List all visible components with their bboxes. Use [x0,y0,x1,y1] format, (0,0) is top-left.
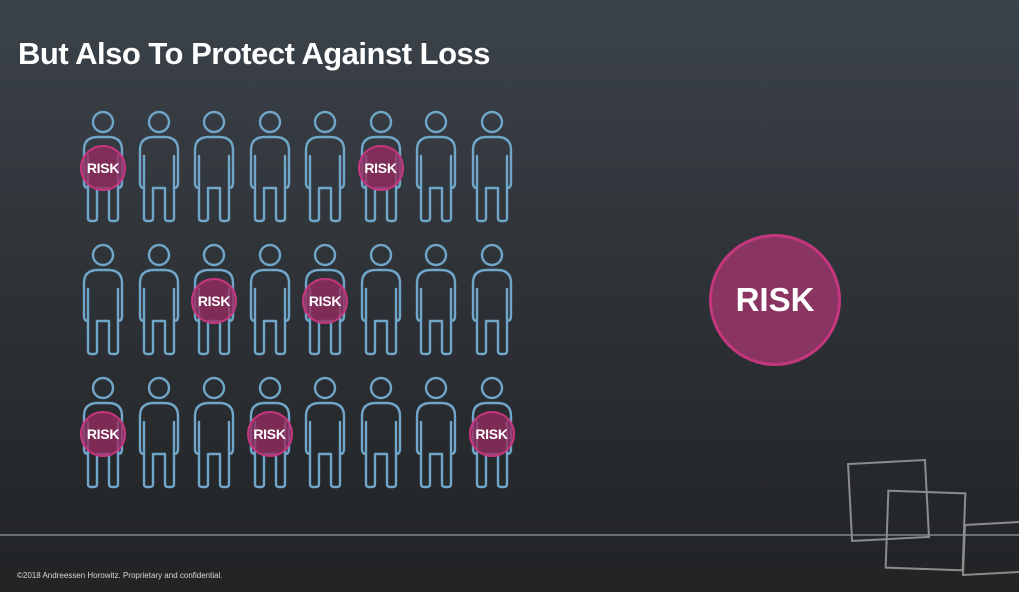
person-icon-graphic [360,376,401,489]
risk-badge: RISK [468,411,515,457]
person-icon-graphic [249,243,290,356]
person-icon [189,108,239,223]
person-icon-graphic [249,110,290,223]
person-icon [245,241,295,356]
people-grid: RISK RISK RISK RISK RISK RISK RISK [0,0,560,500]
person-icon [134,108,184,223]
footer-divider [0,534,1019,536]
risk-badge: RISK [357,145,404,191]
person-icon-graphic [82,243,124,356]
logo-mark [847,458,1019,577]
footer-copyright: ©2018 Andreessen Horowitz. Proprietary a… [17,571,223,580]
risk-badge: RISK [80,411,126,457]
person-icon-graphic [471,243,512,356]
person-icon [300,108,350,223]
person-icon [300,374,350,489]
person-icon-graphic [471,110,512,223]
person-icon-graphic [304,110,346,223]
person-icon [467,108,517,223]
person-icon [467,241,517,356]
person-icon-graphic [138,110,179,223]
person-icon-graphic [304,376,346,489]
risk-badge: RISK [302,278,348,324]
risk-badge: RISK [191,278,237,324]
person-icon-graphic [360,243,401,356]
person-icon-graphic [415,376,457,489]
person-icon [245,108,295,223]
person-icon [356,374,406,489]
person-icon [356,241,406,356]
person-icon [189,374,239,489]
person-icon-graphic [415,243,457,356]
person-icon-graphic [138,243,179,356]
person-icon [411,374,461,489]
person-icon-graphic [138,376,179,489]
big-risk-badge: RISK [709,234,841,366]
person-icon-graphic [193,376,235,489]
risk-badge: RISK [246,411,293,457]
person-icon [411,241,461,356]
person-icon-graphic [415,110,457,223]
risk-badge: RISK [80,145,126,191]
slide-title: But Also To Protect Against Loss [18,36,491,71]
person-icon [78,241,128,356]
person-icon [134,241,184,356]
person-icon [411,108,461,223]
person-icon-graphic [193,110,235,223]
person-icon [134,374,184,489]
